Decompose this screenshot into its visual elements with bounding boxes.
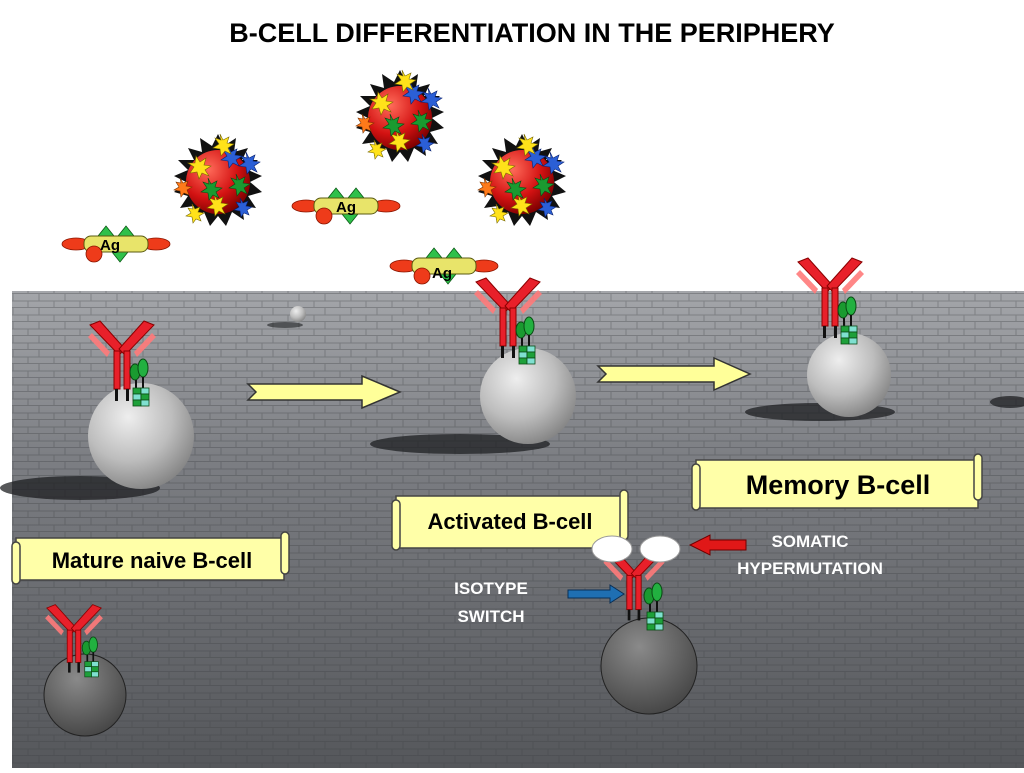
stone-shadow-activated [370, 434, 550, 454]
small-far-stone [290, 306, 306, 322]
somatic-hypermutation-arrow [688, 534, 747, 556]
naive-bcell-sphere [88, 383, 194, 489]
switched-bcell-grey [600, 617, 698, 715]
page-title: B-CELL DIFFERENTIATION IN THE PERIPHERY [229, 18, 835, 48]
label-activated-bcell: Activated B-cell [427, 509, 592, 534]
antigen-label: Ag [100, 237, 120, 254]
antigen-capsule-bound: Ag [389, 247, 499, 285]
label-scroll-activated: Activated B-cell [391, 489, 629, 551]
label-mature-naive-bcell: Mature naive B-cell [52, 548, 253, 573]
isotype-switch-line1: ISOTYPE [454, 579, 528, 598]
hypermutation-site-left [591, 535, 633, 563]
antigen-label: Ag [336, 199, 356, 216]
antigen-label: Ag [432, 265, 452, 282]
small-far-stone-shadow [267, 322, 303, 328]
label-memory-bcell: Memory B-cell [746, 470, 931, 500]
somatic-line2: HYPERMUTATION [737, 559, 883, 578]
activated-bcell-sphere [480, 348, 576, 444]
antigen-particle-right [477, 133, 567, 227]
isotype-switch-line2: SWITCH [457, 607, 524, 626]
antigen-particle-left [173, 133, 263, 227]
antigen-capsule-middle: Ag [291, 187, 401, 225]
arrow-naive-to-activated [246, 374, 402, 410]
memory-bcell-sphere [807, 333, 891, 417]
antigen-particle-top [355, 69, 445, 163]
antigen-capsule-left: Ag [61, 225, 171, 263]
arrow-activated-to-memory [596, 356, 752, 392]
label-scroll-memory: Memory B-cell [691, 453, 983, 511]
somatic-line1: SOMATIC [771, 532, 848, 551]
label-scroll-mature-naive: Mature naive B-cell [11, 531, 290, 585]
hypermutation-site-right [639, 535, 681, 563]
isotype-switch-arrow [567, 584, 625, 604]
stone-shadow-far [990, 396, 1024, 408]
